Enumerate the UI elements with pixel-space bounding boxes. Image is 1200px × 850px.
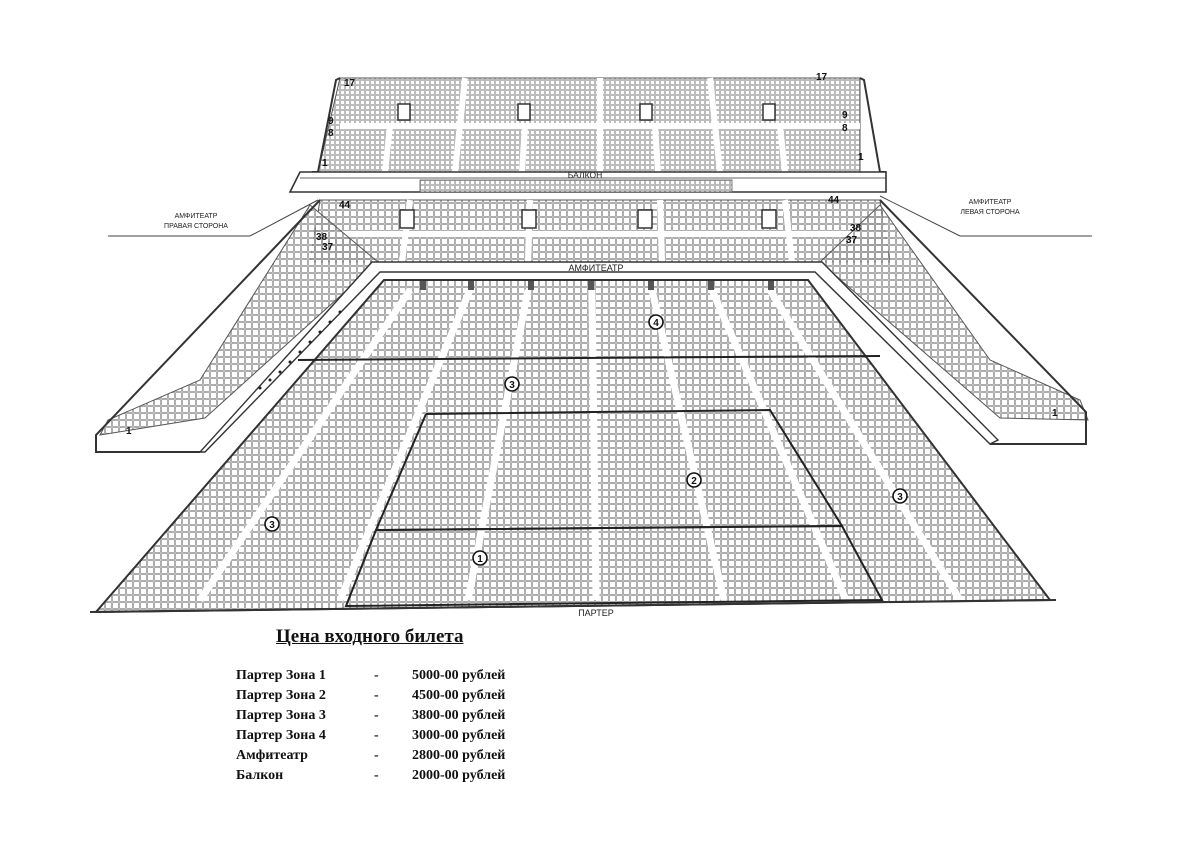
amph-right-side-callout: АМФИТЕАТР ПРАВАЯ СТОРОНА — [108, 199, 319, 237]
amphitheatre-label: АМФИТЕАТР — [568, 263, 623, 273]
price-row-dash: - — [374, 748, 379, 763]
price-row-dash: - — [374, 688, 379, 703]
svg-text:3: 3 — [269, 520, 275, 531]
zone-marker-3-right: 3 — [892, 488, 908, 504]
price-row-name: Амфитеатр — [236, 748, 308, 763]
svg-text:3: 3 — [897, 492, 903, 503]
amph-row-38-left: 38 — [316, 232, 328, 243]
price-row-value: 2000-00 рублей — [412, 768, 506, 783]
price-row-name: Партер Зона 1 — [236, 668, 326, 683]
amph-row-38-right: 38 — [850, 223, 862, 234]
price-row-name: Партер Зона 3 — [236, 708, 326, 723]
price-row-value: 4500-00 рублей — [412, 688, 506, 703]
price-row-dash: - — [374, 668, 379, 683]
amph-right-side-label-1: АМФИТЕАТР — [175, 213, 218, 220]
amph-row-44-left: 44 — [339, 200, 351, 211]
zone-marker-1: 1 — [472, 550, 488, 566]
amph-right-side-label-2: ПРАВАЯ СТОРОНА — [164, 223, 228, 230]
price-row-value: 3800-00 рублей — [412, 708, 506, 723]
price-row-dash: - — [374, 708, 379, 723]
price-row-name: Партер Зона 2 — [236, 688, 326, 703]
amph-left-side-label-2: ЛЕВАЯ СТОРОНА — [960, 209, 1020, 216]
balcony-row-1-left: 1 — [322, 158, 328, 169]
amphitheatre-section[interactable]: АМФИТЕАТР 44 44 38 38 37 37 1 1 — [95, 195, 1089, 453]
price-row-value: 2800-00 рублей — [412, 748, 506, 763]
price-row-dash: - — [374, 728, 379, 743]
balcony-row-1-right: 1 — [858, 152, 864, 163]
zone-marker-2: 2 — [686, 472, 702, 488]
zone-marker-3-left: 3 — [264, 516, 280, 532]
parterre-label: ПАРТЕР — [578, 608, 614, 618]
balcony-section[interactable]: БАЛКОН 17 17 9 9 8 8 1 1 — [288, 72, 887, 193]
price-row-value: 3000-00 рублей — [412, 728, 506, 743]
svg-text:4: 4 — [653, 318, 659, 329]
amph-left-side-callout: АМФИТЕАТР ЛЕВАЯ СТОРОНА — [879, 195, 1092, 237]
amph-row-1-left: 1 — [126, 426, 132, 437]
amph-left-side-label-1: АМФИТЕАТР — [969, 199, 1012, 206]
svg-text:2: 2 — [691, 476, 697, 487]
balcony-row-17-left: 17 — [344, 78, 356, 89]
amph-row-1-right: 1 — [1052, 408, 1058, 419]
svg-text:3: 3 — [509, 380, 515, 391]
price-list-title: Цена входного билета — [276, 626, 464, 647]
zone-marker-3-center: 3 — [504, 376, 520, 392]
svg-text:1: 1 — [477, 554, 483, 565]
zone-marker-4: 4 — [648, 314, 664, 330]
price-row-name: Балкон — [236, 768, 284, 783]
balcony-row-8-right: 8 — [842, 123, 848, 134]
amph-row-37-left: 37 — [322, 242, 334, 253]
parterre-section[interactable]: ПАРТЕР — [89, 279, 1057, 618]
balcony-label: БАЛКОН — [568, 170, 602, 180]
balcony-row-8-left: 8 — [328, 128, 334, 139]
price-row-value: 5000-00 рублей — [412, 668, 506, 683]
balcony-row-9-right: 9 — [842, 110, 848, 121]
balcony-row-17-right: 17 — [816, 72, 828, 83]
price-row-name: Партер Зона 4 — [236, 728, 326, 743]
amph-row-44-right: 44 — [828, 195, 840, 206]
price-row-dash: - — [374, 768, 379, 783]
amph-row-37-right: 37 — [846, 235, 858, 246]
balcony-row-9-left: 9 — [328, 116, 334, 127]
